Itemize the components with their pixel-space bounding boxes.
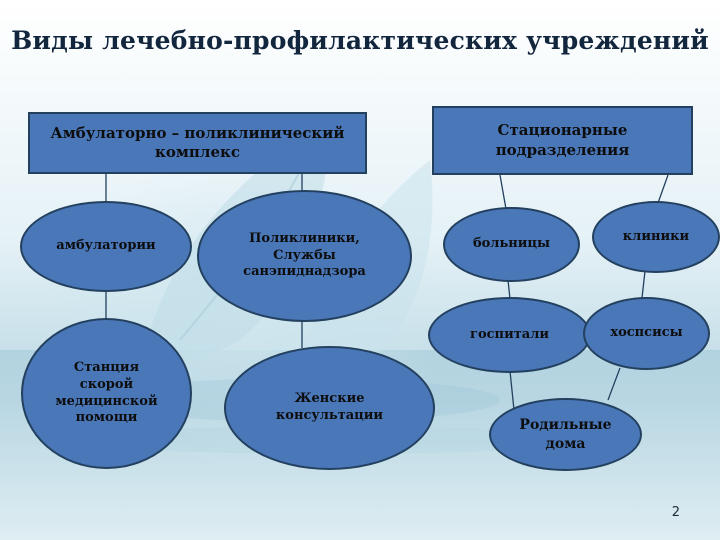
node-womens-clinics-label: Женские консультации <box>275 391 384 423</box>
node-maternity-homes-label: Родильные дома <box>519 417 612 452</box>
page-title: Виды лечебно-профилактических учреждений <box>11 26 709 55</box>
page-number: 2 <box>671 505 680 520</box>
ambulatory-complex-header-label: Амбулаторно – поликлинический комплекс <box>50 123 345 162</box>
inpatient-units-header: Стационарные подразделения <box>432 106 693 175</box>
node-military-hospitals: госпитали <box>428 297 591 373</box>
ambulatory-complex-header: Амбулаторно – поликлинический комплекс <box>28 112 367 174</box>
node-clinics: клиники <box>592 201 720 273</box>
inpatient-units-header-label: Стационарные подразделения <box>495 121 630 159</box>
node-hospices: хоспсисы <box>583 297 710 370</box>
node-polikliniki-label: Поликлиники, Службы санэпиднадзора <box>243 230 366 280</box>
node-womens-clinics: Женские консультации <box>224 346 435 470</box>
node-ambulatorii-label: амбулатории <box>56 238 156 254</box>
node-ambulance-station: Станция скорой медицинской помощи <box>21 318 192 469</box>
node-clinics-label: клиники <box>622 228 690 244</box>
node-ambulatorii: амбулатории <box>20 201 192 292</box>
node-maternity-homes: Родильные дома <box>489 398 642 471</box>
node-hospices-label: хоспсисы <box>610 325 683 341</box>
node-hospitals-label: больницы <box>472 236 551 252</box>
node-hospitals: больницы <box>443 207 580 282</box>
node-military-hospitals-label: госпитали <box>470 326 549 342</box>
node-ambulance-station-label: Станция скорой медицинской помощи <box>55 359 158 426</box>
node-polikliniki: Поликлиники, Службы санэпиднадзора <box>197 190 412 322</box>
